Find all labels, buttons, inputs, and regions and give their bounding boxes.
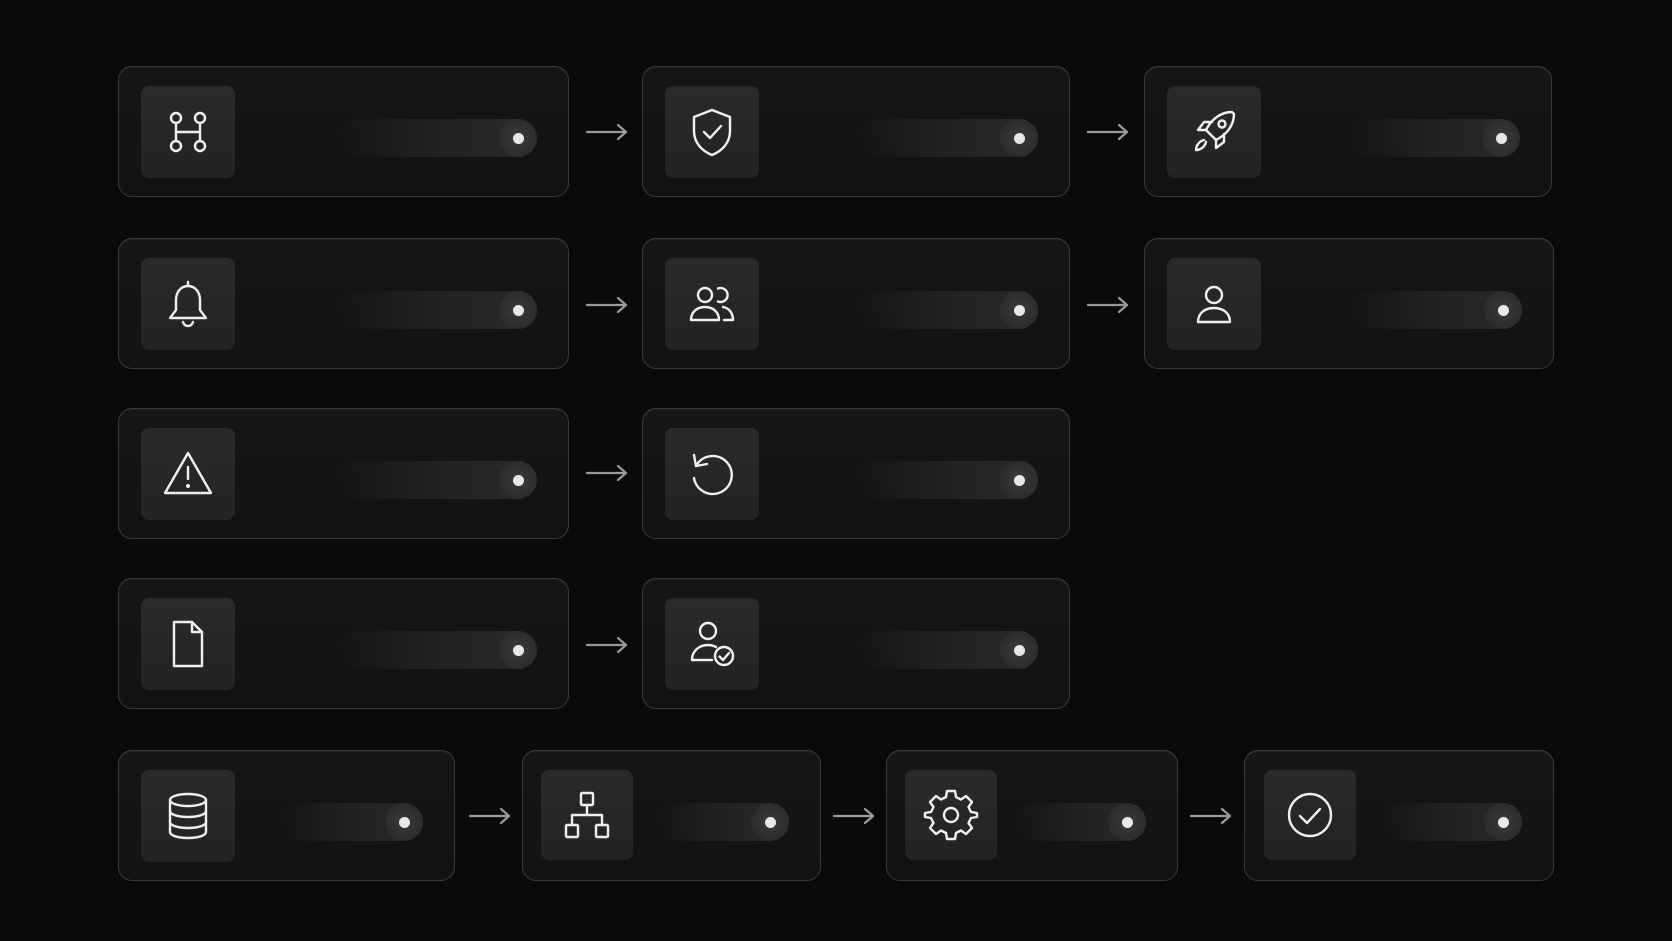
icon-tile [141,770,235,862]
flow-card-bell[interactable] [118,238,569,369]
toggle-knob[interactable] [1482,119,1520,157]
arrow-right-icon [468,807,511,825]
bell-icon [168,280,208,328]
arrow-right-icon [585,464,628,482]
users-icon [689,286,735,322]
arrow-right-icon [1086,123,1129,141]
refresh-icon [692,453,733,496]
toggle-knob[interactable] [1484,291,1522,329]
toggle-knob[interactable] [499,291,537,329]
toggle-track[interactable] [337,119,537,157]
flow-card-shield[interactable] [642,66,1070,197]
flow-card-hierarchy[interactable] [522,750,821,881]
toggle-track[interactable] [1350,119,1520,157]
icon-tile [141,428,235,520]
icon-tile [1167,258,1261,350]
shield-check-icon [692,108,732,157]
toggle-track[interactable] [283,803,423,841]
flow-card-database[interactable] [118,750,455,881]
arrow-right-icon [585,296,628,314]
icon-tile [905,770,997,860]
toggle-track[interactable] [858,631,1038,669]
flow-card-warning[interactable] [118,408,569,539]
toggle-track[interactable] [337,631,537,669]
gear-icon [923,789,979,841]
toggle-knob[interactable] [1000,291,1038,329]
check-circle-icon [1287,792,1333,838]
user-icon [1196,285,1232,324]
flow-card-users[interactable] [642,238,1070,369]
flow-card-rocket[interactable] [1144,66,1552,197]
toggle-track[interactable] [1352,291,1522,329]
warning-triangle-icon [163,451,213,495]
icon-tile [1167,86,1261,178]
toggle-track[interactable] [659,803,789,841]
toggle-track[interactable] [858,291,1038,329]
arrow-right-icon [832,807,875,825]
toggle-knob[interactable] [499,631,537,669]
flow-card-user[interactable] [1144,238,1554,369]
icon-tile [541,770,633,860]
toggle-track[interactable] [337,461,537,499]
toggle-knob[interactable] [385,803,423,841]
toggle-track[interactable] [1382,803,1522,841]
icon-tile [141,86,235,178]
icon-tile [665,86,759,178]
arrow-right-icon [1189,807,1232,825]
icon-tile [141,258,235,350]
arrow-right-icon [1086,296,1129,314]
toggle-track[interactable] [337,291,537,329]
pipeline-icon [169,111,207,153]
flow-card-check[interactable] [1244,750,1554,881]
rocket-icon [1194,110,1236,152]
flow-card-refresh[interactable] [642,408,1070,539]
icon-tile [141,598,235,690]
icon-tile [665,428,759,520]
toggle-knob[interactable] [499,461,537,499]
toggle-track[interactable] [858,119,1038,157]
toggle-track[interactable] [858,461,1038,499]
toggle-knob[interactable] [499,119,537,157]
toggle-knob[interactable] [1108,803,1146,841]
hierarchy-icon [564,791,610,839]
flow-card-file[interactable] [118,578,569,709]
toggle-knob[interactable] [1000,631,1038,669]
toggle-knob[interactable] [1000,461,1038,499]
icon-tile [1264,770,1356,860]
user-check-icon [690,621,735,667]
toggle-knob[interactable] [751,803,789,841]
icon-tile [665,258,759,350]
flow-card-gear[interactable] [886,750,1178,881]
arrow-right-icon [585,636,628,654]
icon-tile [665,598,759,690]
database-icon [168,792,208,840]
toggle-track[interactable] [1016,803,1146,841]
toggle-knob[interactable] [1000,119,1038,157]
toggle-knob[interactable] [1484,803,1522,841]
flow-card-pipeline[interactable] [118,66,569,197]
flow-card-user-check[interactable] [642,578,1070,709]
file-icon [172,620,204,668]
arrow-right-icon [585,123,628,141]
